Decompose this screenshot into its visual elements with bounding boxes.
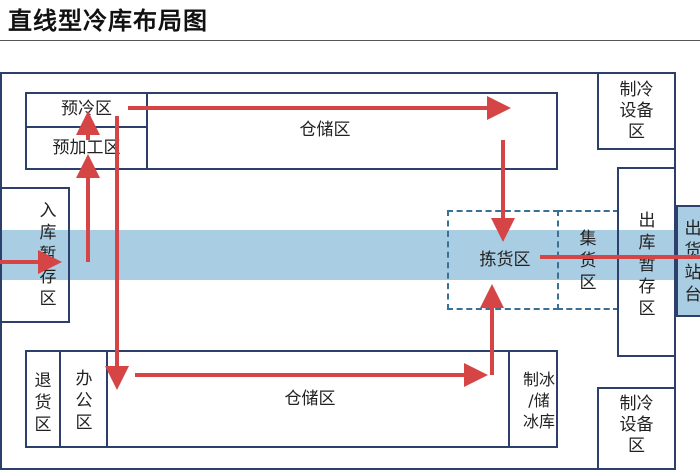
refrigeration-equipment-zone-top xyxy=(597,72,676,150)
refrigeration-equipment-top-label: 制冷 设备 区 xyxy=(619,80,654,142)
returns-zone xyxy=(25,350,61,448)
shipping-platform xyxy=(676,205,700,317)
title-divider xyxy=(0,40,700,41)
refrigeration-equipment-bottom-label: 制冷 设备 区 xyxy=(619,394,654,456)
office-zone xyxy=(59,350,108,448)
picking-label: 拣货区 xyxy=(479,250,531,270)
inbound-temp-storage-zone xyxy=(0,187,70,323)
lower-storage-label: 仓储区 xyxy=(284,389,336,409)
upper-storage-label: 仓储区 xyxy=(299,120,351,140)
refrigeration-equipment-zone-bottom xyxy=(597,387,676,470)
ice-storage-label: 制冰 /储 冰库 xyxy=(522,370,555,431)
outbound-temp-storage-label: 出库暂存区 xyxy=(638,211,656,319)
ice-storage-zone xyxy=(508,350,558,448)
preprocess-label: 预加工区 xyxy=(52,138,121,158)
outbound-temp-storage-zone xyxy=(617,167,676,357)
returns-label: 退货区 xyxy=(34,371,52,435)
office-label: 办公区 xyxy=(75,369,93,433)
diagram-title: 直线型冷库布局图 xyxy=(8,7,208,35)
